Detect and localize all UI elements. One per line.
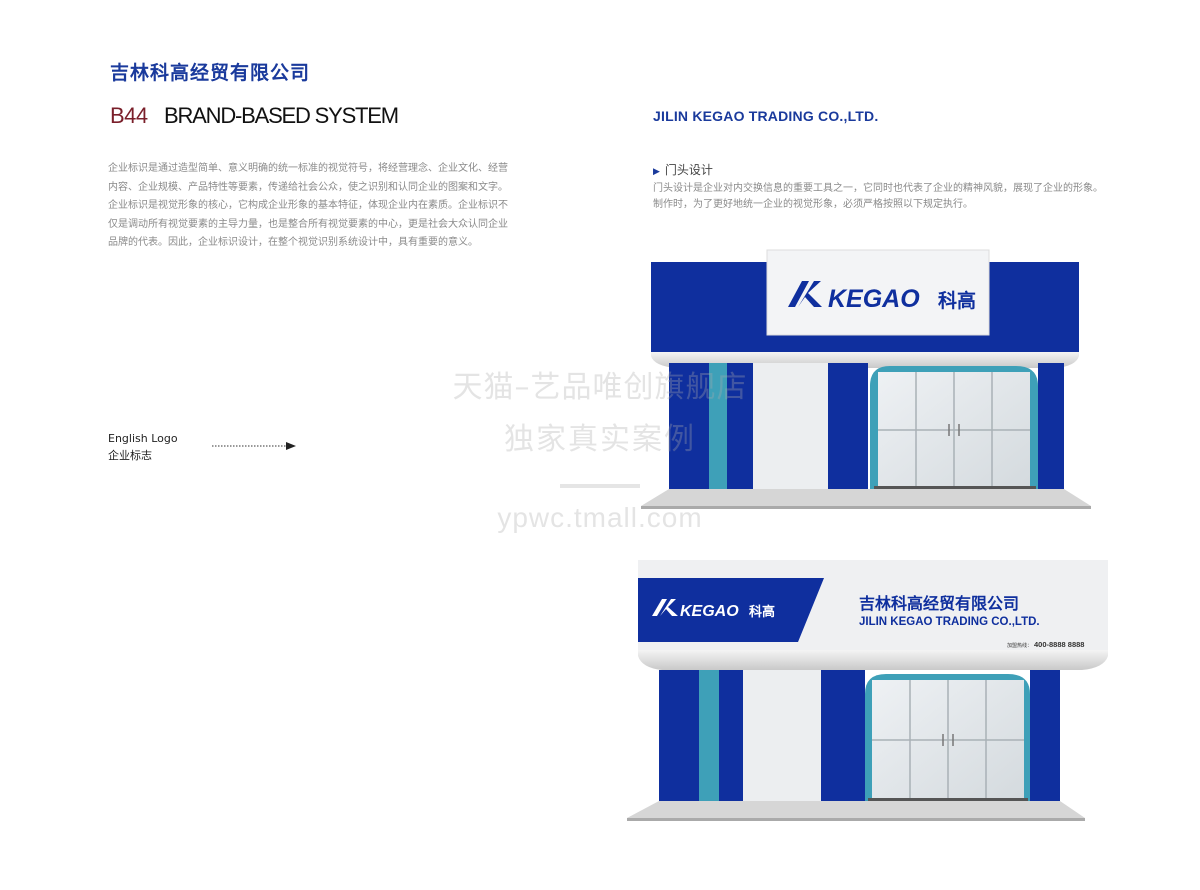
storefront-design-1: KEGAO 科高 [641, 249, 1091, 509]
intro-line: 内容、企业规模、产品特性等要素，传递给社会公众，使之识别和认同企业的图案和文字。 [108, 181, 508, 193]
page-code: B44 [110, 103, 148, 128]
logo-panel [766, 249, 990, 336]
logo-label: English Logo 企业标志 [108, 430, 178, 464]
intro-line: 企业标识是通过造型简单、意义明确的统一标准的视觉符号，将经营理念、企业文化、经营 [108, 163, 508, 174]
hotline-label: 加盟热线： [1007, 642, 1032, 649]
hotline-number: 400-8888 8888 [1034, 640, 1084, 649]
triangle-bullet-icon: ▶ [653, 167, 660, 177]
logo-label-cn: 企业标志 [108, 449, 152, 462]
dotted-arrow-icon [212, 442, 296, 450]
storefront-design-2: KEGAO 科高 吉林科高经贸有限公司 JILIN KEGAO TRADING … [627, 560, 1108, 821]
logo-wordmark: KEGAO [828, 285, 920, 313]
watermark-divider [560, 484, 640, 488]
sign-company-cn: 吉林科高经贸有限公司 [859, 594, 1019, 613]
section-desc-line: 制作时，为了更好地统一企业的视觉形象，必须严格按照以下规定执行。 [653, 199, 973, 210]
intro-paragraph: 企业标识是通过造型简单、意义明确的统一标准的视觉符号，将经营理念、企业文化、经营… [108, 160, 543, 253]
intro-line: 仅是调动所有视觉要素的主导力量，也是整合所有视觉要素的中心，更是社会大众认同企业 [108, 218, 508, 230]
section-heading: ▶ 门头设计 [653, 161, 713, 178]
system-title: BRAND-BASED SYSTEM [164, 103, 399, 128]
intro-line: 品牌的代表。因此，企业标识设计，在整个视觉识别系统设计中，具有重要的意义。 [108, 237, 478, 248]
logo-cn-mark: 科高 [749, 604, 775, 620]
company-name-en: JILIN KEGAO TRADING CO.,LTD. [653, 108, 879, 124]
logo-label-en: English Logo [108, 432, 178, 445]
kegao-logo: KEGAO 科高 [652, 599, 775, 620]
logo-cn-mark: 科高 [938, 289, 976, 312]
intro-line: 企业标识是视觉形象的核心，它构成企业形象的基本特征，体现企业内在素质。企业标识不 [108, 200, 508, 211]
sign-company-en: JILIN KEGAO TRADING CO.,LTD. [859, 616, 1040, 628]
blue-logo-plate [638, 578, 824, 642]
section-desc-line: 门头设计是企业对内交换信息的重要工具之一，它同时也代表了企业的精神风貌，展现了企… [653, 183, 1103, 194]
kegao-logo: KEGAO 科高 [788, 281, 976, 313]
section-description: 门头设计是企业对内交换信息的重要工具之一，它同时也代表了企业的精神风貌，展现了企… [653, 181, 1128, 213]
section-heading-text: 门头设计 [664, 163, 713, 177]
company-name-cn: 吉林科高经贸有限公司 [110, 62, 311, 84]
logo-wordmark: KEGAO [680, 603, 739, 620]
